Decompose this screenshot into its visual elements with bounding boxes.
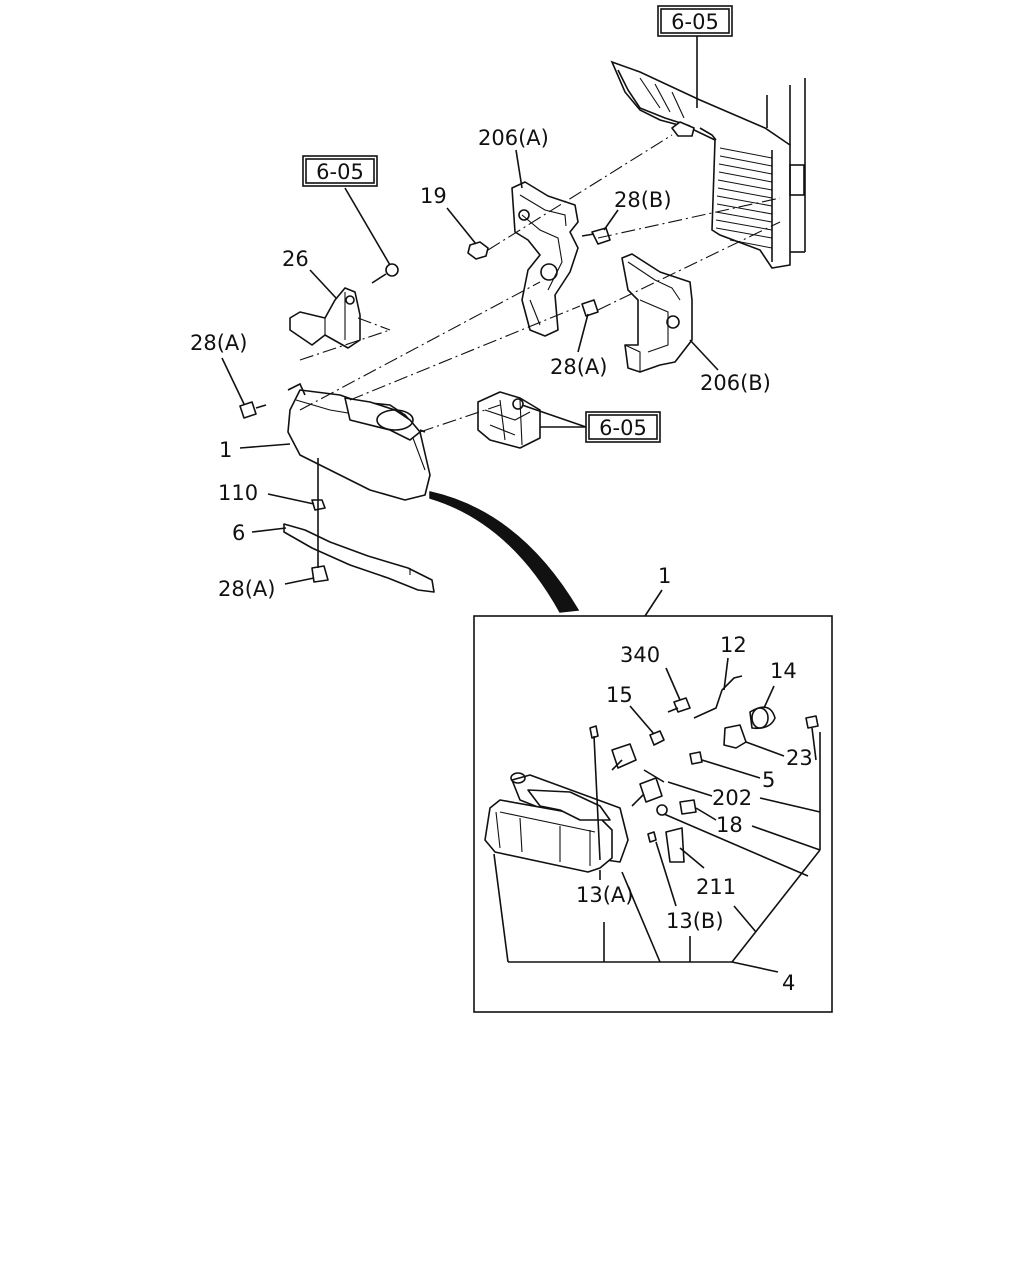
ref-box-left-label: 6-05: [316, 160, 364, 184]
detail-label-14: 14: [770, 659, 797, 683]
detail-view: 1 340 12: [473, 564, 833, 1013]
part-15-shape: [649, 730, 665, 746]
lamp-bracket-6: [283, 458, 435, 593]
part-washer: [656, 804, 668, 816]
detail-label-1: 1: [658, 564, 671, 588]
label-206b: 206(B): [700, 371, 771, 395]
alignment-lines: [299, 134, 781, 433]
detail-label-5: 5: [762, 768, 775, 792]
ref-box-top-label: 6-05: [671, 10, 719, 34]
part-13a-pin: [589, 725, 599, 739]
part-211-clip: [665, 827, 685, 863]
part-340-shape: [673, 697, 691, 713]
part-12-lead: [693, 675, 743, 719]
ref-box-left: 6-05: [302, 155, 391, 266]
fog-lamp-assembly: [287, 382, 431, 501]
label-28a-bottom: 28(A): [218, 577, 275, 601]
detail-label-211: 211: [696, 875, 736, 899]
bracket-206b: [621, 253, 693, 373]
detail-label-12: 12: [720, 633, 747, 657]
label-19: 19: [420, 184, 447, 208]
detail-pointer-arrow: [429, 491, 580, 613]
detail-label-23: 23: [786, 746, 813, 770]
detail-label-13b: 13(B): [666, 909, 724, 933]
label-206a: 206(A): [478, 126, 549, 150]
part-202-adjuster-a: [611, 743, 637, 769]
part-13b-pin: [647, 831, 657, 843]
label-28b: 28(B): [614, 188, 672, 212]
part-18-nut: [679, 799, 697, 815]
radiator-grille-support: [610, 60, 806, 269]
detail-label-18: 18: [716, 813, 743, 837]
bracket-206a: [511, 181, 579, 337]
detail-label-340: 340: [620, 643, 660, 667]
part-bolt-detail: [805, 715, 819, 729]
detail-label-13a: 13(A): [576, 883, 633, 907]
detail-label-15: 15: [606, 683, 633, 707]
callouts: 206(A) 19 28(B) 26 28(A) 28(A) 206(B) 1 …: [190, 126, 771, 601]
ref-box-mid: 6-05: [521, 404, 661, 443]
part-202-adjuster-b: [639, 777, 663, 803]
detail-lamp-housing: [484, 772, 629, 873]
label-1: 1: [219, 438, 232, 462]
ref-box-top: 6-05: [657, 5, 733, 108]
label-28a-mid: 28(A): [550, 355, 607, 379]
ref-box-mid-label: 6-05: [599, 416, 647, 440]
detail-label-4: 4: [782, 971, 795, 995]
detail-label-202: 202: [712, 786, 752, 810]
label-6: 6: [232, 521, 245, 545]
label-110: 110: [218, 481, 258, 505]
bracket-26: [289, 287, 361, 349]
part-23-grommet: [723, 724, 747, 749]
label-26: 26: [282, 247, 309, 271]
label-28a-left: 28(A): [190, 331, 247, 355]
part-5-screw: [689, 751, 703, 765]
